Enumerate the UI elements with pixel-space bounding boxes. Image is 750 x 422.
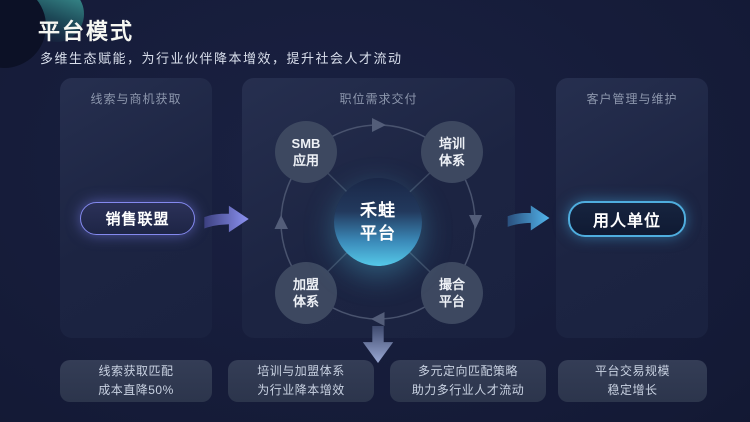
footer-card-training: 培训与加盟体系 为行业降本增效 bbox=[228, 360, 374, 402]
diagram-node-matching: 撮合 平台 bbox=[421, 262, 483, 324]
footer-card-line: 平台交易规模 bbox=[594, 364, 670, 378]
node-label: 加盟 bbox=[292, 277, 319, 292]
diagram-node-training: 培训 体系 bbox=[421, 121, 483, 183]
node-label: 体系 bbox=[292, 294, 319, 309]
arrow-down-icon bbox=[362, 326, 394, 364]
node-label: 应用 bbox=[292, 153, 319, 168]
node-label: 培训 bbox=[438, 136, 465, 151]
node-label: 撮合 bbox=[438, 277, 465, 292]
ring-arrow-right-icon bbox=[469, 215, 482, 229]
diagram-node-smb: SMB 应用 bbox=[275, 121, 337, 183]
node-label: SMB bbox=[291, 136, 321, 151]
arrow-left-to-middle-icon bbox=[204, 205, 249, 233]
footer-card-line: 培训与加盟体系 bbox=[257, 364, 345, 378]
footer-card-line: 稳定增长 bbox=[607, 383, 658, 397]
arrow-middle-to-right-icon bbox=[507, 205, 550, 231]
node-label: 体系 bbox=[438, 153, 465, 168]
page-title: 平台模式 bbox=[38, 19, 135, 44]
footer-card-line: 为行业降本增效 bbox=[257, 383, 345, 397]
node-label: 平台 bbox=[438, 294, 465, 309]
footer-card-line: 成本直降50% bbox=[98, 383, 174, 397]
panel-customers-header: 客户管理与维护 bbox=[586, 92, 678, 106]
sales-alliance-button[interactable]: 销售联盟 bbox=[80, 202, 195, 235]
panel-delivery-header: 职位需求交付 bbox=[339, 92, 418, 106]
footer-card-leads: 线索获取匹配 成本直降50% bbox=[60, 360, 212, 402]
footer-card-scale: 平台交易规模 稳定增长 bbox=[558, 360, 707, 402]
page-subtitle: 多维生态赋能，为行业伙伴降本增效，提升社会人才流动 bbox=[40, 51, 403, 66]
footer-card-line: 助力多行业人才流动 bbox=[411, 383, 525, 397]
ring-arrow-bottom-icon bbox=[371, 312, 385, 326]
footer-card-line: 线索获取匹配 bbox=[98, 364, 174, 378]
diagram-node-platform: 禾蛙 平台 bbox=[334, 178, 422, 266]
ring-arrow-left-icon bbox=[274, 215, 288, 229]
footer-card-line: 多元定向匹配策略 bbox=[417, 364, 518, 378]
ring-arrow-top-icon bbox=[372, 118, 386, 132]
diagram-node-franchise: 加盟 体系 bbox=[275, 262, 337, 324]
platform-label: 平台 bbox=[360, 224, 396, 243]
panel-leads-header: 线索与商机获取 bbox=[90, 92, 182, 106]
employer-button[interactable]: 用人单位 bbox=[568, 201, 686, 237]
platform-label: 禾蛙 bbox=[360, 201, 396, 220]
footer-card-matching: 多元定向匹配策略 助力多行业人才流动 bbox=[390, 360, 546, 402]
